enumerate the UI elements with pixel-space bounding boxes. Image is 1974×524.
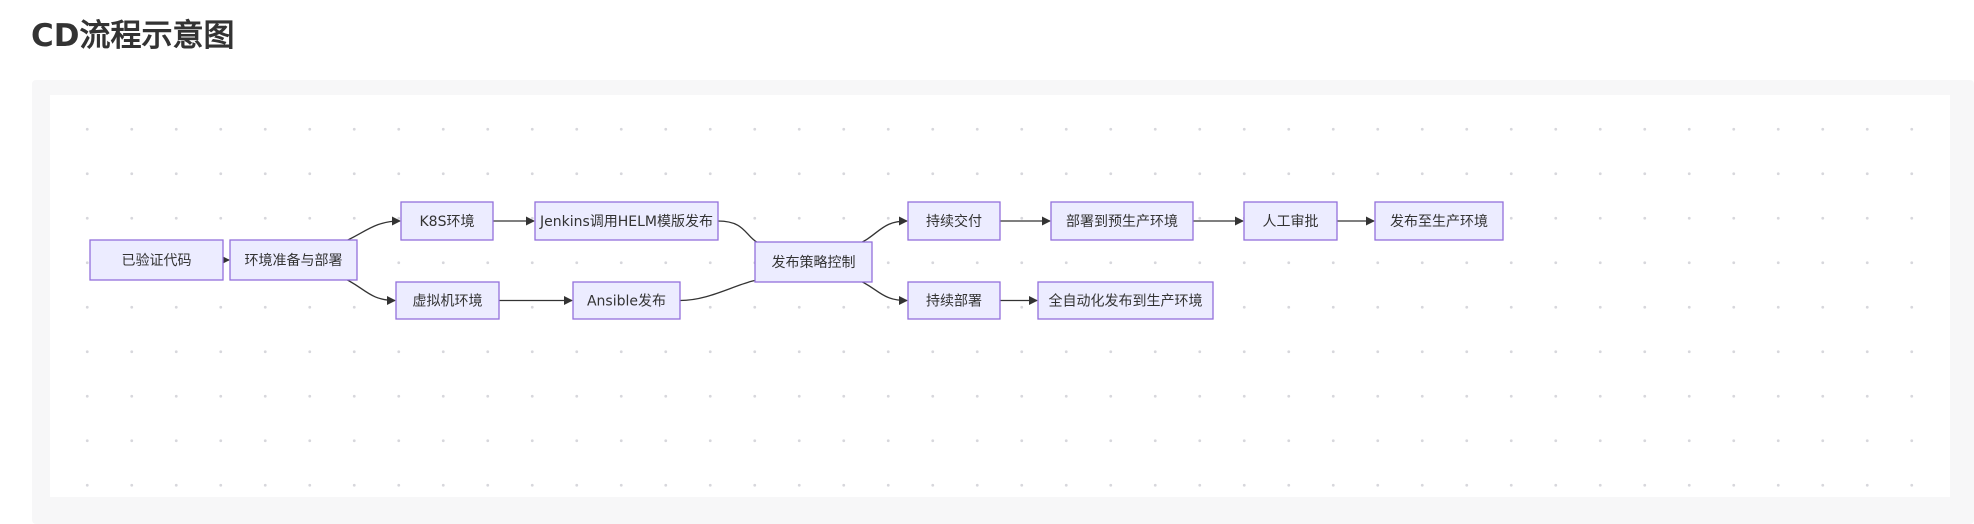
node-label: Jenkins调用HELM模版发布 — [539, 214, 713, 230]
node-box — [1037, 281, 1214, 320]
node-label: 虚拟机环境 — [413, 294, 483, 310]
flow-node-n7[interactable]: 发布策略控制 — [754, 241, 873, 283]
node-label: 环境准备与部署 — [245, 252, 343, 269]
node-box — [907, 281, 1001, 320]
node-box — [572, 281, 681, 320]
node-box — [89, 239, 224, 281]
node-box — [907, 201, 1001, 241]
flow-node-n4[interactable]: 虚拟机环境 — [395, 281, 500, 320]
node-box — [400, 201, 494, 241]
flow-node-n2[interactable]: 环境准备与部署 — [229, 239, 358, 281]
flow-node-n11[interactable]: 全自动化发布到生产环境 — [1037, 281, 1214, 320]
node-box — [1374, 201, 1504, 241]
node-box — [229, 239, 358, 281]
node-label: 部署到预生产环境 — [1066, 214, 1178, 230]
flow-node-n10[interactable]: 部署到预生产环境 — [1050, 201, 1194, 241]
flow-node-n9[interactable]: 持续部署 — [907, 281, 1001, 320]
node-box — [534, 201, 719, 241]
flow-node-n13[interactable]: 发布至生产环境 — [1374, 201, 1504, 241]
node-label: 已验证代码 — [122, 253, 192, 269]
flow-node-n6[interactable]: Ansible发布 — [572, 281, 681, 320]
node-label: 持续交付 — [926, 213, 982, 230]
node-label: K8S环境 — [420, 214, 475, 230]
page-title: CD流程示意图 — [31, 18, 235, 54]
node-label: 全自动化发布到生产环境 — [1049, 293, 1203, 310]
node-box — [1243, 201, 1338, 241]
node-box — [754, 241, 873, 283]
flow-node-n5[interactable]: Jenkins调用HELM模版发布 — [534, 201, 719, 241]
node-label: Ansible发布 — [587, 294, 666, 310]
node-box — [1050, 201, 1194, 241]
flow-node-n3[interactable]: K8S环境 — [400, 201, 494, 241]
diagram-canvas[interactable]: 已验证代码 环境准备与部署 K8S环境虚拟机环境 Jenkins调用HELM模版发布 A… — [50, 95, 1950, 497]
node-label: 发布策略控制 — [772, 254, 856, 271]
flow-node-n12[interactable]: 人工审批 — [1243, 201, 1338, 241]
node-label: 人工审批 — [1263, 214, 1319, 230]
flow-node-n8[interactable]: 持续交付 — [907, 201, 1001, 241]
flow-node-n1[interactable]: 已验证代码 — [89, 239, 224, 281]
node-label: 持续部署 — [926, 293, 982, 310]
node-box — [395, 281, 500, 320]
node-label: 发布至生产环境 — [1390, 214, 1488, 230]
